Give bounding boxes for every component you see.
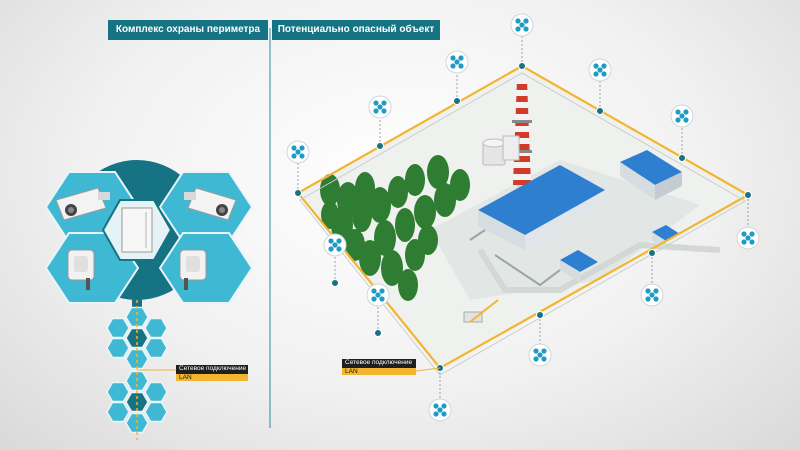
camera-icon xyxy=(184,187,237,221)
sensor-node-icon xyxy=(368,95,392,119)
storage-tanks xyxy=(482,135,520,166)
tab-perimeter-complex: Комплекс охраны периметра xyxy=(108,20,268,40)
network-label-left: Сетевое подключение LAN xyxy=(176,365,248,381)
sensor-node-icon xyxy=(528,343,552,367)
network-type-text: LAN xyxy=(342,368,416,375)
fence-node xyxy=(596,107,604,115)
lan-connector xyxy=(415,367,441,372)
fence-node xyxy=(518,62,526,70)
main-building xyxy=(478,165,605,252)
entry-gate xyxy=(463,299,499,323)
perimeter-sensors xyxy=(286,13,760,422)
sensor-node-icon xyxy=(510,13,534,37)
fence-node xyxy=(648,249,656,257)
camera-icon xyxy=(55,187,110,221)
radar-tile-right xyxy=(158,232,254,304)
sensor-node-icon xyxy=(736,226,760,250)
radar-detector-icon xyxy=(67,249,95,290)
sensor-node-icon xyxy=(670,104,694,128)
sensor-node-icon xyxy=(323,233,347,257)
fence-node xyxy=(453,97,461,105)
security-complex xyxy=(44,160,254,440)
network-node-clusters xyxy=(106,306,168,434)
network-connection-text: Сетевое подключение xyxy=(176,365,248,374)
sensor-node-icon xyxy=(588,58,612,82)
fence-node xyxy=(376,142,384,150)
small-buildings xyxy=(560,225,680,282)
fence-node xyxy=(331,279,339,287)
sensor-node-icon xyxy=(640,283,664,307)
radar-detector-icon xyxy=(179,249,207,290)
control-cabinet-icon xyxy=(121,207,153,253)
fence-node xyxy=(294,189,302,197)
network-type-text: LAN xyxy=(176,374,248,381)
fence-node xyxy=(536,311,544,319)
hex-node-cluster xyxy=(106,370,168,434)
cabinet-tile xyxy=(101,199,173,261)
hex-node-cluster xyxy=(106,306,168,370)
fence-node xyxy=(678,154,686,162)
fence-node xyxy=(374,329,382,337)
network-connection-text: Сетевое подключение xyxy=(342,359,416,368)
tab-hazard-object: Потенциально опасный объект xyxy=(272,20,440,40)
pipe-lines xyxy=(469,229,561,287)
warehouse-building xyxy=(620,150,682,200)
sensor-node-icon xyxy=(445,50,469,74)
fence-node xyxy=(744,191,752,199)
sensor-node-icon xyxy=(366,283,390,307)
sensor-node-icon xyxy=(286,140,310,164)
network-label-right: Сетевое подключение LAN xyxy=(342,359,416,375)
sensor-node-icon xyxy=(428,398,452,422)
perimeter-fence-shadow xyxy=(299,72,747,376)
